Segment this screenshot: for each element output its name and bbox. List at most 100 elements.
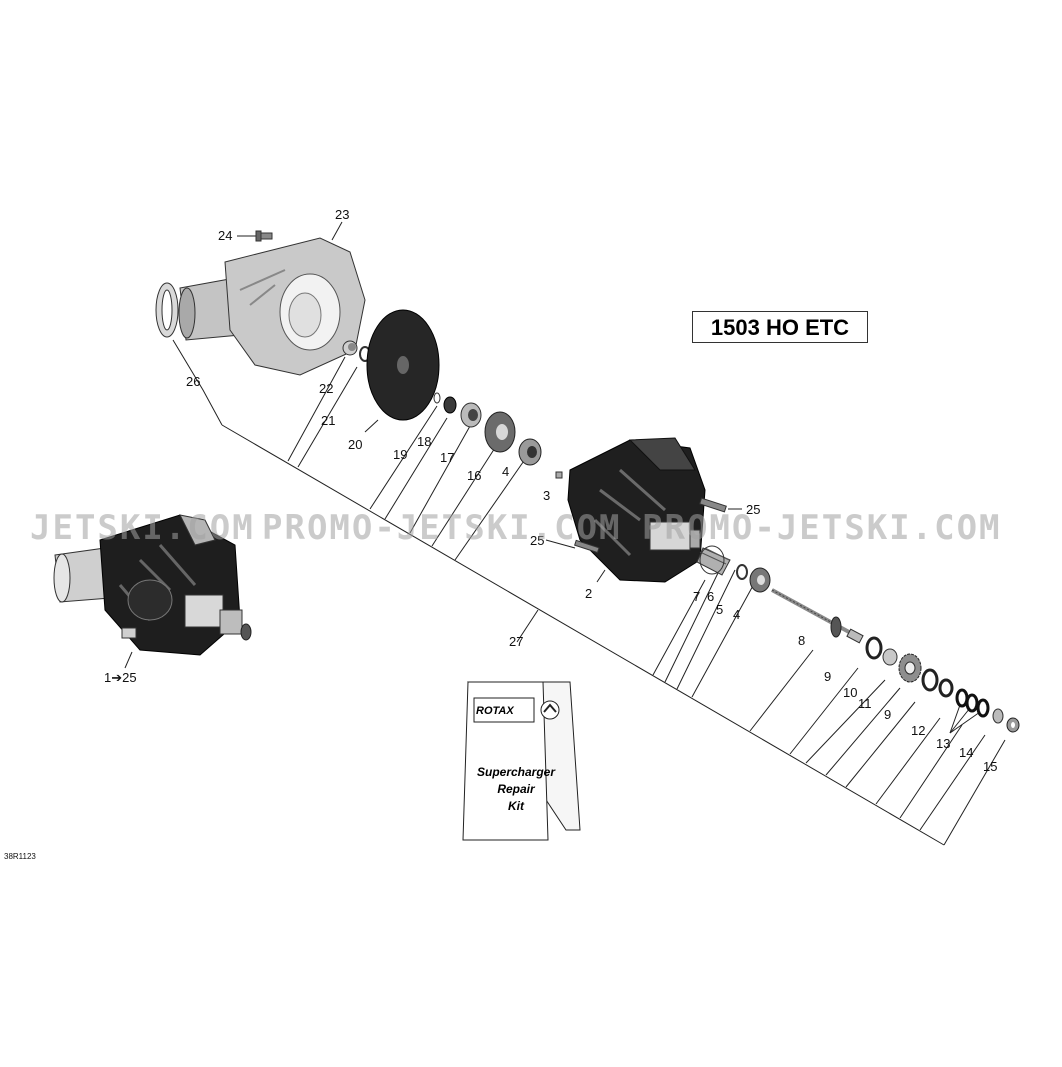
leader-11 — [825, 687, 901, 776]
kit-title-line1: Supercharger — [477, 765, 556, 779]
callout-9b: 9 — [884, 707, 891, 722]
diagram-code: 38R1123 — [4, 852, 36, 861]
gauge-logo-icon — [540, 700, 560, 720]
leader-17 — [409, 425, 471, 534]
seal-16 — [484, 411, 516, 453]
kit-title-line2: Repair — [497, 782, 536, 796]
compressor-housing — [155, 237, 366, 376]
leader-12 — [875, 717, 941, 805]
callout-3: 3 — [543, 488, 550, 503]
leader-19 — [369, 405, 438, 510]
springs-13 — [955, 688, 990, 718]
kit-brand: ROTAX — [476, 705, 514, 717]
reference-lines — [124, 221, 1006, 846]
washer-14 — [992, 708, 1004, 724]
complete-supercharger-assembly — [53, 514, 252, 656]
leader-15 — [943, 739, 1006, 846]
leader-20 — [364, 419, 379, 433]
callout-23: 23 — [335, 207, 349, 222]
callout-1-25: 1➔25 — [104, 670, 137, 685]
kit-title-line3: Kit — [508, 799, 525, 813]
spacer-22 — [342, 340, 358, 356]
callout-20: 20 — [348, 437, 362, 452]
leader-5 — [676, 569, 736, 690]
callout-26: 26 — [186, 374, 200, 389]
bearing-17 — [460, 402, 482, 428]
callout-4b: 4 — [733, 607, 740, 622]
o-ring-19 — [433, 392, 441, 404]
bolt-25b — [699, 497, 727, 513]
callout-19: 19 — [393, 447, 407, 462]
leader-7 — [652, 579, 706, 676]
leader-23 — [331, 221, 343, 241]
leader-13-fan-b — [949, 707, 971, 734]
leader-2 — [596, 569, 606, 583]
callout-25a: 25 — [530, 533, 544, 548]
leader-26b — [545, 539, 576, 549]
callout-8: 8 — [798, 633, 805, 648]
leader-4b — [691, 581, 756, 698]
callout-22: 22 — [319, 381, 333, 396]
impeller-20 — [366, 309, 440, 421]
leader-13-fan-a — [949, 704, 961, 734]
callout-24: 24 — [218, 228, 232, 243]
model-label: 1503 HO ETC — [692, 311, 868, 343]
leader-26 — [172, 339, 223, 426]
callout-27: 27 — [509, 634, 523, 649]
callout-21: 21 — [321, 413, 335, 428]
rotax-logo-box — [473, 697, 535, 723]
callout-7: 7 — [693, 589, 700, 604]
callout-12: 12 — [911, 723, 925, 738]
callout-17: 17 — [440, 450, 454, 465]
gear-11 — [898, 653, 922, 683]
shaft-8 — [771, 588, 864, 644]
leader-10 — [805, 679, 886, 764]
callout-2: 2 — [585, 586, 592, 601]
leader-9a — [789, 667, 859, 755]
ring-12 — [938, 678, 954, 698]
nut-18 — [443, 396, 457, 414]
leader-1-25 — [124, 651, 133, 669]
washer-9b — [921, 668, 939, 692]
repair-kit-booklet: ROTAX Supercharger Repair Kit — [462, 681, 581, 841]
leader-4a — [454, 454, 529, 561]
bolt-24 — [255, 230, 273, 242]
callout-18: 18 — [417, 434, 431, 449]
callout-5: 5 — [716, 602, 723, 617]
callout-25b: 25 — [746, 502, 760, 517]
callout-9a: 9 — [824, 669, 831, 684]
leader-27 — [516, 609, 539, 643]
bearing-4a — [518, 438, 542, 466]
callout-labels: 1➔25 2 3 4 4 5 6 7 8 9 9 10 11 12 13 14 … — [104, 207, 997, 774]
callout-6: 6 — [707, 589, 714, 604]
washer-9a — [865, 636, 883, 660]
callout-4a: 4 — [502, 464, 509, 479]
clutch-7-6 — [696, 545, 731, 576]
main-assembly-axis-line — [221, 424, 945, 846]
leader-21 — [297, 366, 358, 468]
callout-15: 15 — [983, 759, 997, 774]
supercharger-housing — [567, 437, 706, 583]
callout-10: 10 — [843, 685, 857, 700]
callout-14: 14 — [959, 745, 973, 760]
dowel-3 — [555, 471, 563, 479]
leader-13 — [899, 724, 963, 819]
leader-16 — [431, 439, 501, 547]
leader-9b — [845, 701, 916, 788]
callout-16: 16 — [467, 468, 481, 483]
leader-22 — [287, 356, 346, 462]
watermark-1: JETSKI.COM — [30, 508, 255, 548]
leader-13-fan-c — [949, 711, 981, 734]
watermark-3: PROMO-JETSKI.COM — [642, 508, 1002, 548]
leader-6 — [664, 572, 719, 683]
leader-18 — [384, 417, 448, 520]
watermark-2: PROMO-JETSKI.COM — [262, 508, 622, 548]
nut-15 — [1006, 717, 1020, 733]
bearing-4b — [749, 567, 771, 593]
callout-11: 11 — [858, 696, 872, 711]
leader-14 — [919, 734, 986, 831]
callout-13: 13 — [936, 736, 950, 751]
sleeve-10 — [882, 648, 898, 666]
spring-clip-5 — [736, 564, 748, 580]
